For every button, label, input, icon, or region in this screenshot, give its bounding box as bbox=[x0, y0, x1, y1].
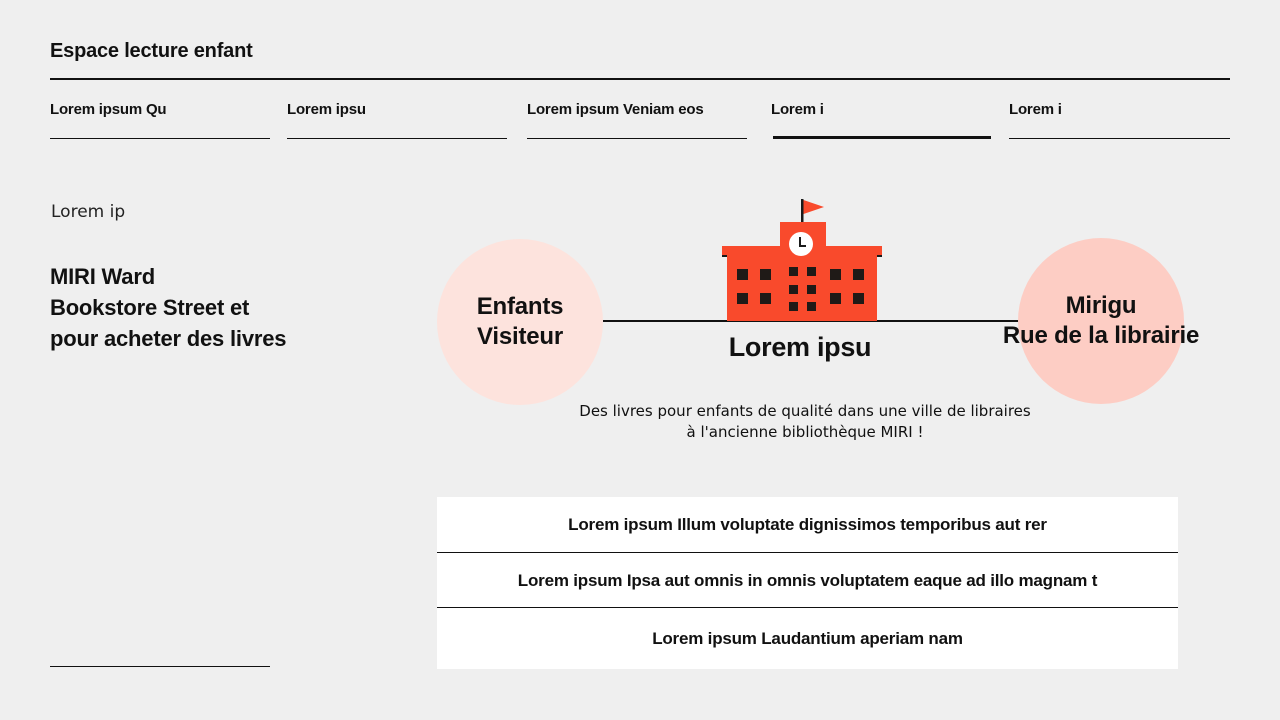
heading-line: MIRI Ward bbox=[50, 264, 155, 289]
tab-3[interactable]: Lorem ipsum Veniam eos bbox=[527, 100, 747, 140]
tab-4-active[interactable]: Lorem i bbox=[771, 100, 991, 140]
tab-label: Lorem i bbox=[771, 101, 824, 118]
tab-underline bbox=[287, 138, 507, 139]
tab-5[interactable]: Lorem i bbox=[1009, 100, 1230, 140]
tab-1[interactable]: Lorem ipsum Qu bbox=[50, 100, 270, 140]
tagline-line: Des livres pour enfants de qualité dans … bbox=[579, 402, 1031, 420]
heading-line: Bookstore Street et bbox=[50, 295, 250, 320]
row-divider bbox=[437, 552, 1178, 553]
link-item[interactable]: Lorem ipsum Ipsa aut omnis in omnis volu… bbox=[517, 570, 1098, 590]
bottom-divider bbox=[50, 666, 270, 667]
row-divider bbox=[437, 607, 1178, 608]
tab-label: Lorem i bbox=[1009, 101, 1062, 118]
center-title: Lorem ipsu bbox=[728, 332, 872, 362]
bookstore-street-circle: Mirigu Rue de la librairie bbox=[1003, 238, 1199, 404]
tab-2[interactable]: Lorem ipsu bbox=[287, 100, 507, 140]
tagline-line: à l'ancienne bibliothèque MIRI ! bbox=[686, 423, 924, 441]
circle-line: Enfants bbox=[476, 293, 564, 320]
tagline: Des livres pour enfants de qualité dans … bbox=[520, 401, 1090, 443]
tab-underline bbox=[527, 138, 747, 139]
circle-line: Mirigu bbox=[1065, 292, 1137, 319]
tab-label: Lorem ipsu bbox=[287, 101, 366, 118]
tab-underline bbox=[50, 138, 270, 139]
section-label: Lorem ip bbox=[51, 202, 126, 222]
tab-label: Lorem ipsum Veniam eos bbox=[527, 101, 704, 118]
tab-underline bbox=[1009, 138, 1230, 139]
school-building-icon bbox=[720, 197, 884, 322]
link-list: Lorem ipsum Illum voluptate dignissimos … bbox=[437, 497, 1178, 669]
circle-line: Rue de la librairie bbox=[1002, 322, 1200, 349]
title-divider bbox=[50, 78, 1230, 80]
link-item[interactable]: Lorem ipsum Laudantium aperiam nam bbox=[652, 629, 963, 648]
link-item[interactable]: Lorem ipsum Illum voluptate dignissimos … bbox=[568, 514, 1047, 534]
location-heading: MIRI Ward Bookstore Street et pour achet… bbox=[50, 261, 286, 354]
page-title: Espace lecture enfant bbox=[50, 40, 253, 62]
circle-line: Visiteur bbox=[477, 323, 563, 350]
heading-line: pour acheter des livres bbox=[50, 326, 287, 351]
tab-label: Lorem ipsum Qu bbox=[50, 101, 167, 118]
tab-active-indicator bbox=[773, 136, 991, 139]
visitor-circle: Enfants Visiteur bbox=[437, 239, 603, 405]
